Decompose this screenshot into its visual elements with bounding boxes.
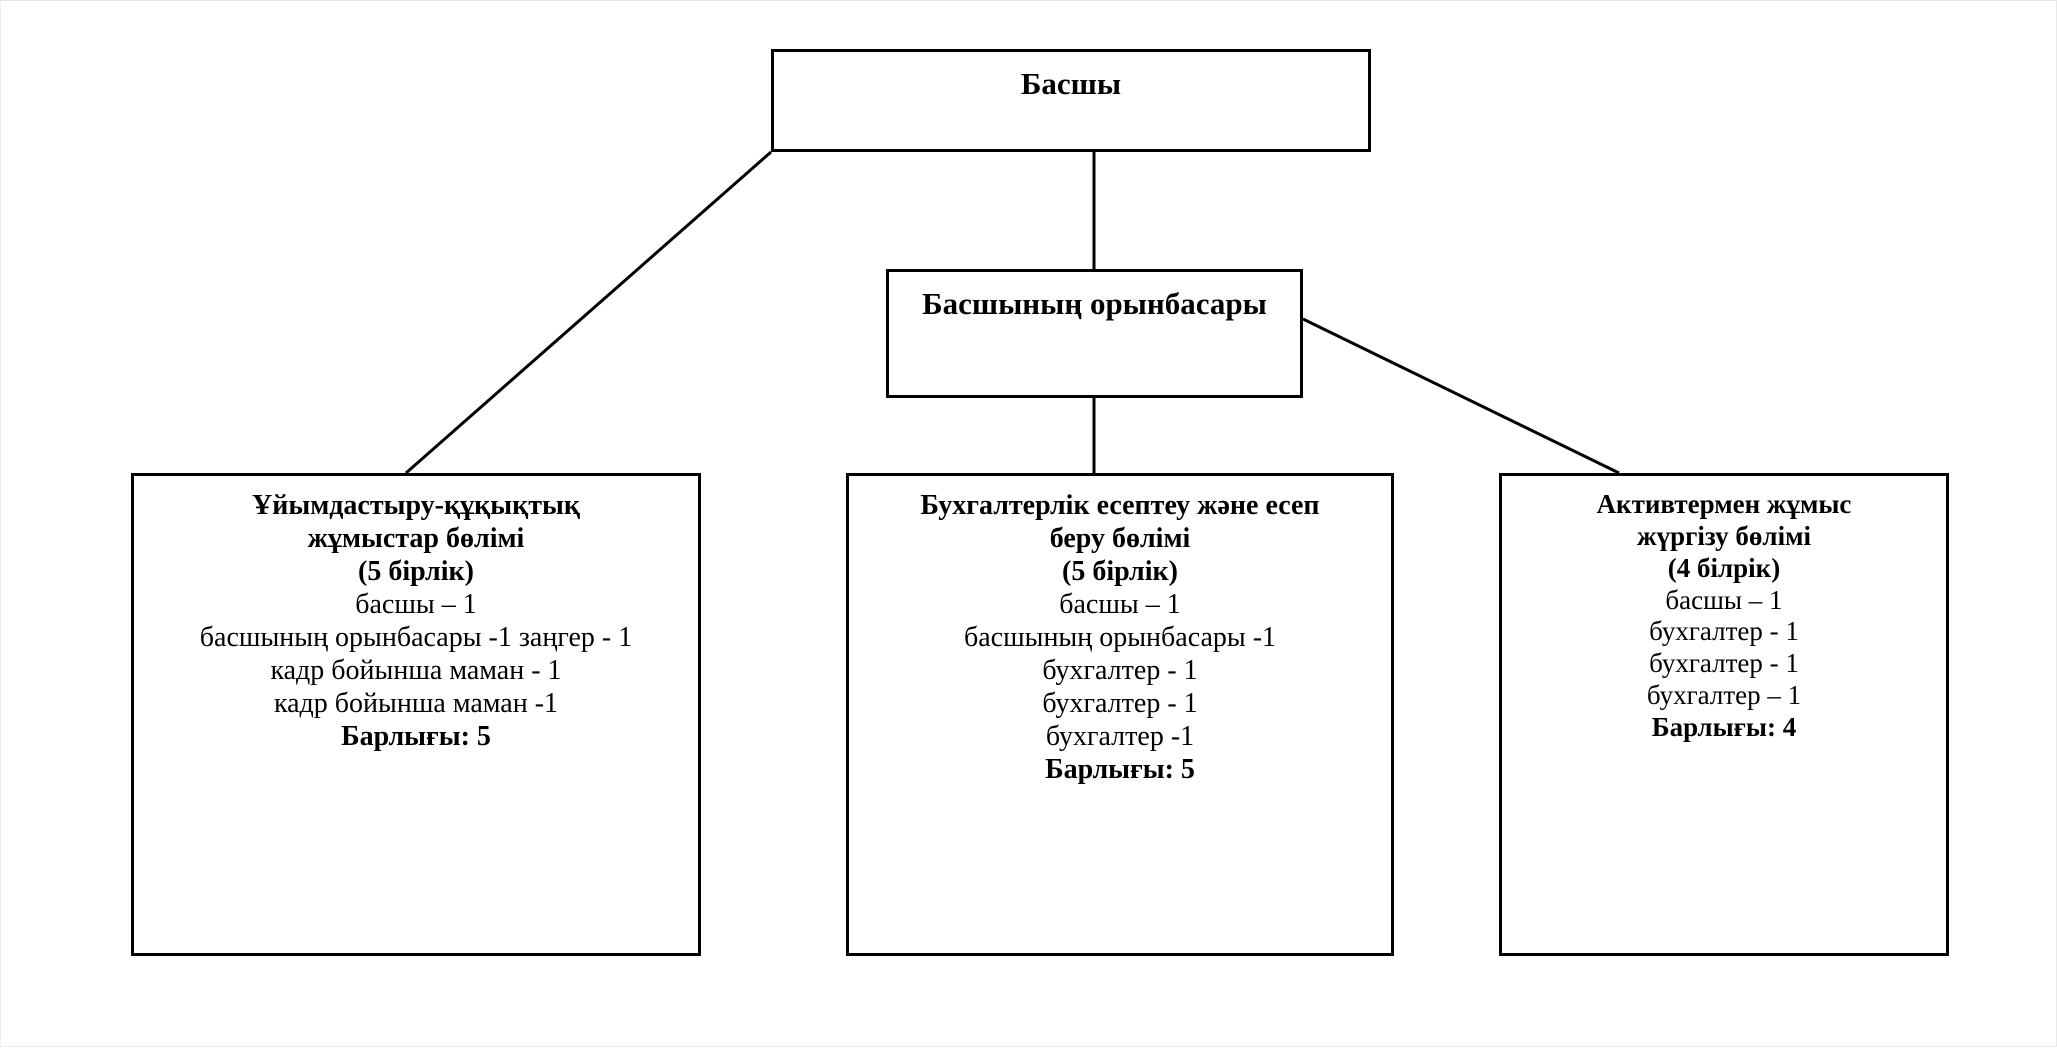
- dept-0-units: (5 бірлік): [358, 556, 474, 588]
- dept-0-staff-3: кадр бойынша маман -1: [273, 688, 559, 720]
- node-root[interactable]: Басшы: [771, 49, 1371, 152]
- dept-0-staff-1: басшының орынбасары -1 заңгер - 1: [199, 622, 633, 654]
- dept-1-staff-4: бухгалтер -1: [1045, 721, 1195, 753]
- dept-2-total: Барлығы: 4: [1651, 712, 1797, 743]
- dept-1-staff-3: бухгалтер - 1: [1042, 688, 1198, 720]
- dept-1-total: Барлығы: 5: [1045, 754, 1195, 786]
- dept-1-title-line-1: Бухгалтерлік есептеу және есеп: [920, 490, 1320, 521]
- dept-1-staff-1: басшының орынбасары -1: [963, 622, 1277, 654]
- node-deputy[interactable]: Басшының орынбасары: [886, 269, 1303, 398]
- dept-0-staff-0: басшы – 1: [355, 589, 477, 621]
- dept-1-units: (5 бірлік): [1062, 556, 1178, 588]
- node-department-asset-management[interactable]: Активтермен жұмыс жүргізу бөлімі (4 білр…: [1499, 473, 1949, 956]
- dept-1-title-line-2: беру бөлімі: [1049, 523, 1191, 555]
- dept-2-staff-3: бухгалтер – 1: [1646, 680, 1802, 711]
- node-dept-1-content: Бухгалтерлік есептеу және есеп беру бөлі…: [849, 476, 1391, 786]
- node-root-content: Басшы: [774, 52, 1368, 103]
- node-department-organizational-legal[interactable]: Ұйымдастыру-құқықтық жұмыстар бөлімі (5 …: [131, 473, 701, 956]
- dept-0-title-line-2: жұмыстар бөлімі: [307, 523, 525, 555]
- connector-deputy-to-dept-2: [1302, 317, 1620, 475]
- dept-0-title-line-1: Ұйымдастыру-құқықтық: [251, 490, 581, 521]
- dept-2-staff-0: басшы – 1: [1665, 584, 1783, 615]
- dept-0-staff-2: кадр бойынша маман - 1: [270, 655, 562, 687]
- node-department-accounting-reporting[interactable]: Бухгалтерлік есептеу және есеп беру бөлі…: [846, 473, 1394, 956]
- dept-0-total: Барлығы: 5: [341, 721, 491, 753]
- dept-1-staff-2: бухгалтер - 1: [1042, 655, 1198, 687]
- dept-2-staff-1: бухгалтер - 1: [1649, 616, 1799, 647]
- dept-1-staff-0: басшы – 1: [1059, 589, 1181, 621]
- dept-2-title-line-2: жүргізу бөлімі: [1637, 520, 1811, 551]
- dept-2-title-line-1: Активтермен жұмыс: [1596, 489, 1852, 519]
- node-deputy-content: Басшының орынбасары: [889, 272, 1300, 323]
- connector-root-to-dept-0: [405, 150, 772, 475]
- node-dept-2-content: Активтермен жұмыс жүргізу бөлімі (4 білр…: [1502, 476, 1946, 744]
- node-deputy-label: Басшының орынбасары: [922, 286, 1267, 321]
- dept-2-units: (4 білрік): [1667, 552, 1781, 583]
- node-dept-0-content: Ұйымдастыру-құқықтық жұмыстар бөлімі (5 …: [134, 476, 698, 753]
- node-root-label: Басшы: [1020, 66, 1122, 101]
- dept-2-staff-2: бухгалтер - 1: [1649, 648, 1799, 679]
